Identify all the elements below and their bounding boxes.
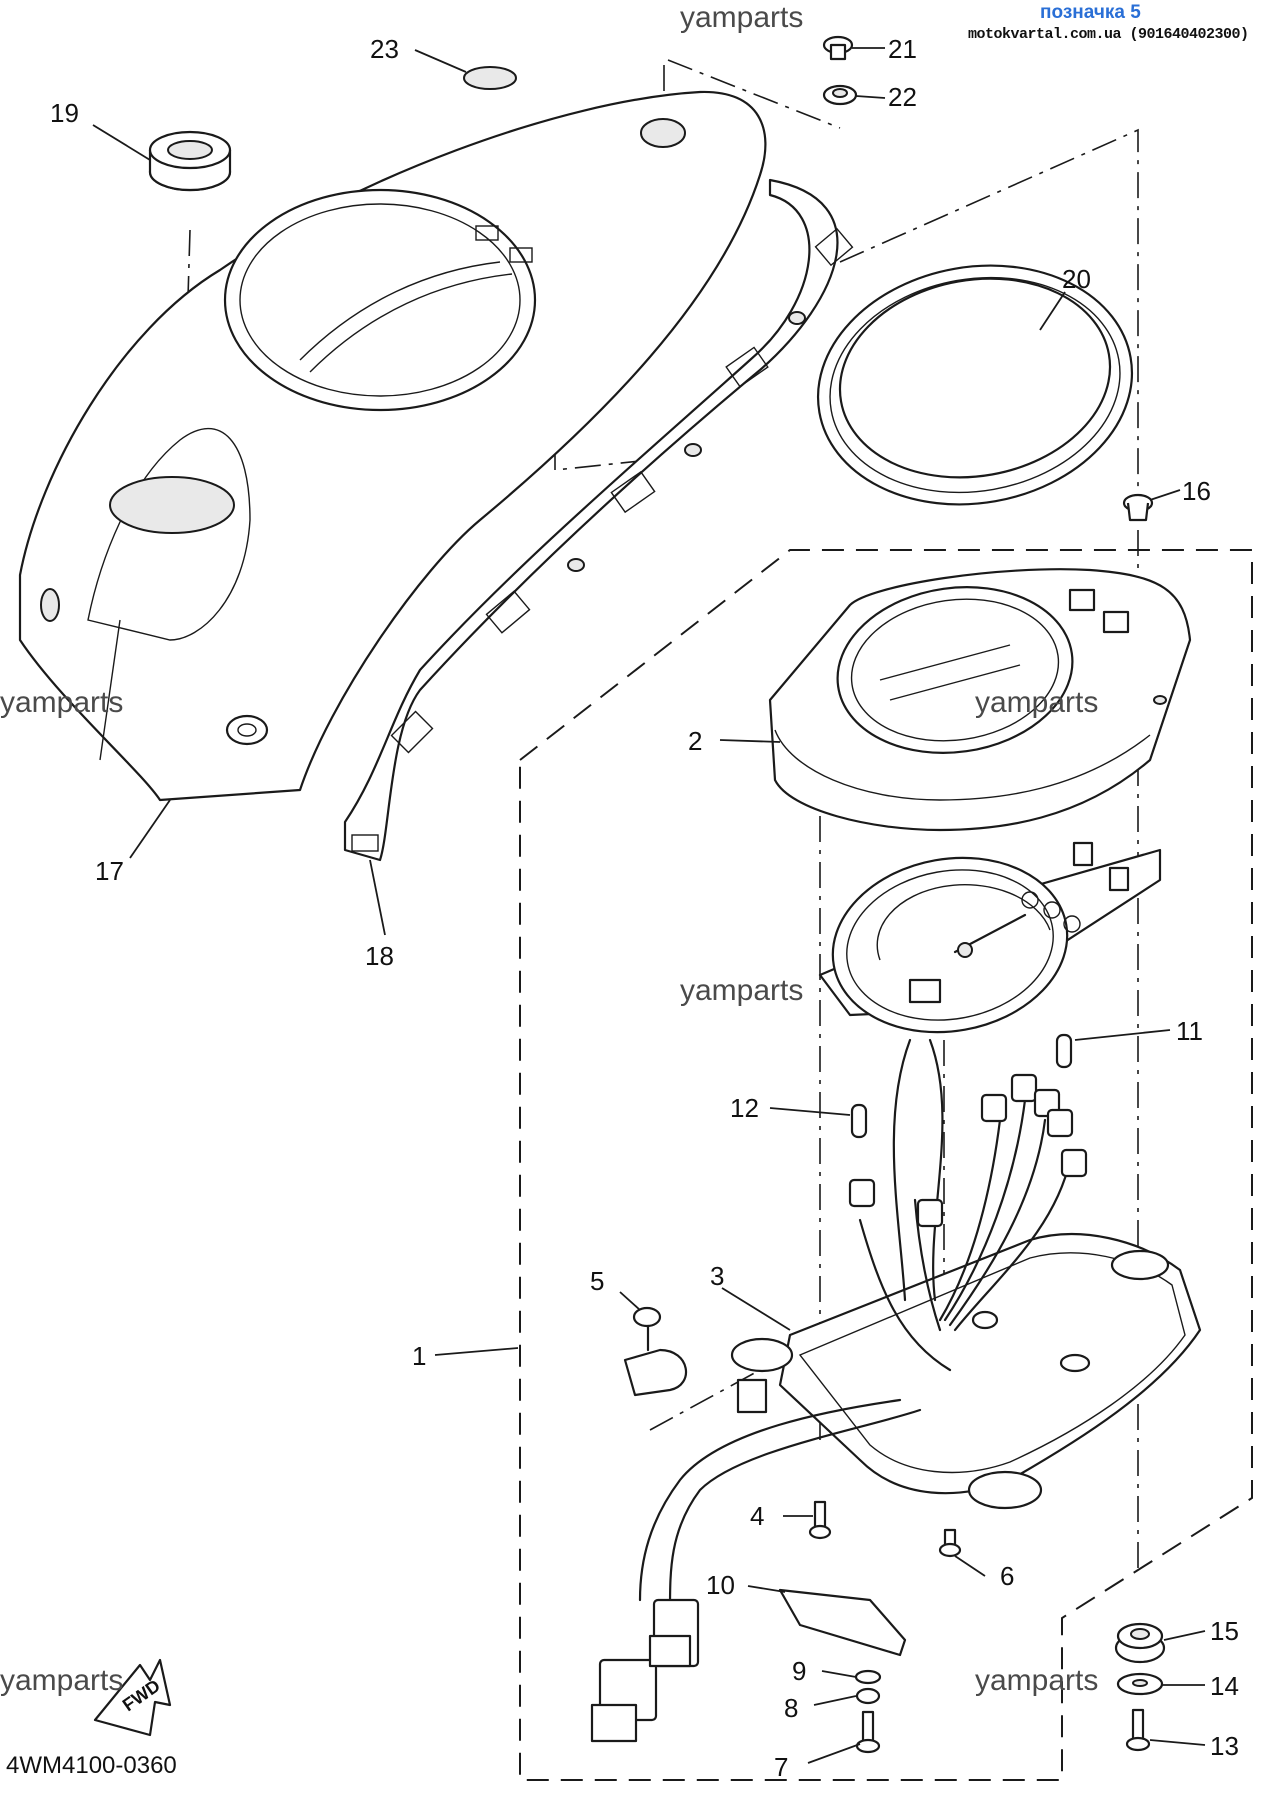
callout-4: 4 (750, 1501, 764, 1531)
cowl-part-17 (18, 90, 767, 802)
meter-dial (818, 841, 1162, 1034)
callout-9: 9 (792, 1656, 806, 1686)
callout-17: 17 (95, 856, 124, 886)
callout-18: 18 (365, 941, 394, 971)
watermark-top: yamparts (680, 1, 803, 34)
watermark-middle: yamparts (680, 974, 803, 1007)
washers (854, 1622, 1166, 1705)
wire-harness (638, 1038, 1072, 1612)
damper-part-16 (1122, 493, 1154, 522)
callout-13: 13 (1210, 1731, 1239, 1761)
callout-12: 12 (730, 1093, 759, 1123)
callout-23: 23 (370, 34, 399, 64)
callout-11: 11 (1176, 1016, 1203, 1046)
clamp-part-5 (623, 1306, 688, 1397)
watermark-right: yamparts (975, 686, 1098, 719)
header-label: позначка 5 (1040, 2, 1141, 23)
case-bottom-part-3 (730, 1233, 1202, 1510)
callout-22: 22 (888, 82, 917, 112)
callout-8: 8 (784, 1693, 798, 1723)
callout-2: 2 (688, 726, 702, 756)
trim-part-18 (343, 178, 854, 862)
diagram-code: 4WM4100-0360 (6, 1752, 177, 1779)
callout-20: 20 (1062, 264, 1091, 294)
plug-part-23 (463, 66, 517, 90)
callout-3: 3 (710, 1261, 724, 1291)
washer-part-22 (822, 84, 858, 106)
callout-5: 5 (590, 1266, 604, 1296)
grommet-part-19 (148, 130, 232, 192)
watermark-bottom-right: yamparts (975, 1664, 1098, 1697)
connectors (590, 1598, 700, 1743)
callout-1: 1 (412, 1341, 426, 1371)
watermark-bottom-left: yamparts (0, 1664, 123, 1697)
callout-labels: 19 23 21 22 20 16 2 17 18 11 12 5 3 1 4 … (50, 34, 1239, 1782)
fwd-arrow-icon: FWD (93, 1658, 172, 1737)
leader-lines (92, 47, 1206, 1764)
callout-16: 16 (1182, 476, 1211, 506)
callout-14: 14 (1210, 1671, 1239, 1701)
gasket-part-10 (778, 1588, 907, 1657)
callout-21: 21 (888, 34, 917, 64)
callout-10: 10 (706, 1570, 735, 1600)
header-site: motokvartal.com.ua (901640402300) (968, 26, 1249, 43)
callout-7: 7 (774, 1752, 788, 1782)
watermark-left: yamparts (0, 686, 123, 719)
callout-19: 19 (50, 98, 79, 128)
callout-15: 15 (1210, 1616, 1239, 1646)
watermarks: yamparts yamparts yamparts yamparts yamp… (0, 1, 1098, 1697)
housing-top-part-2 (768, 568, 1192, 832)
callout-6: 6 (1000, 1561, 1014, 1591)
ring-seal-part-20 (816, 264, 1134, 506)
bulbs (848, 1033, 1088, 1228)
assembly-boundary (519, 549, 1253, 1781)
screw-part-21 (822, 35, 854, 61)
